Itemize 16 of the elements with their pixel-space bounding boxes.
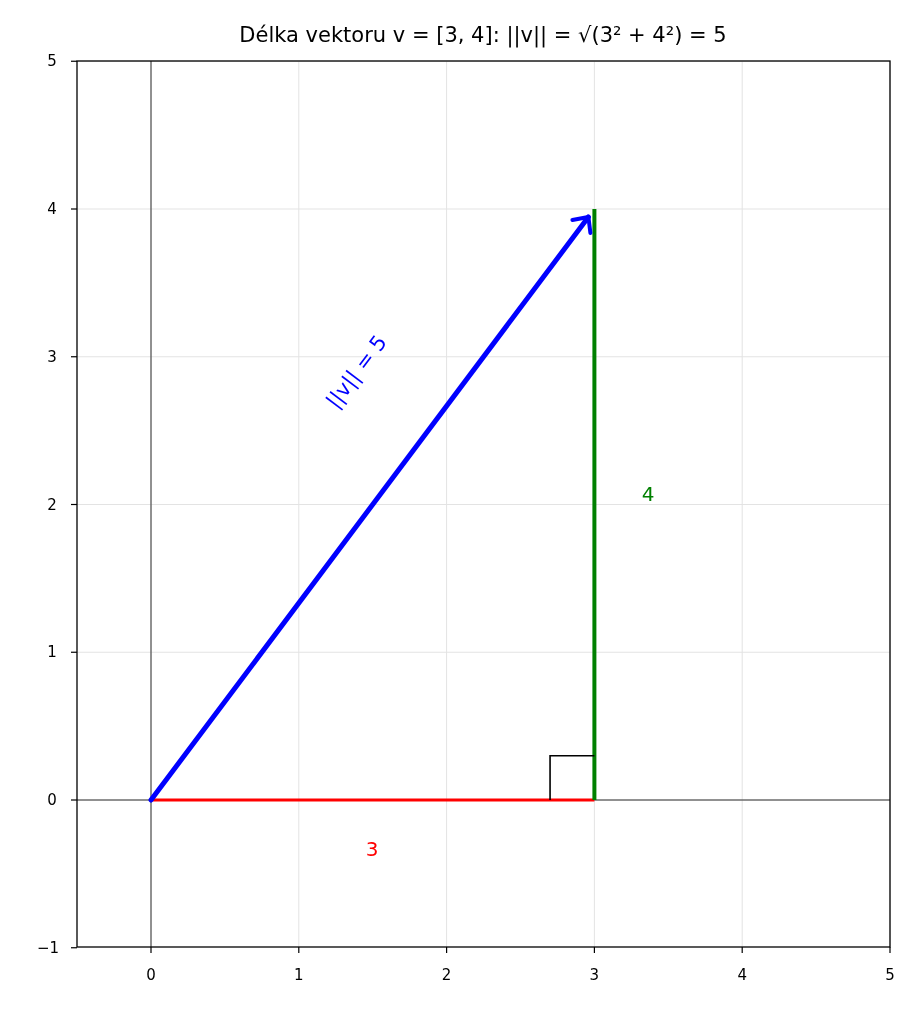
leg-length-label: 4	[641, 484, 655, 504]
axis-tick-label: 3	[589, 967, 600, 983]
axis-tick-label: 0	[146, 967, 156, 983]
axis-tick-label: −1	[36, 940, 60, 956]
chart-title: Délka vektoru v = [3, 4]: ||v|| = √(3² + 4²) = 5	[239, 24, 727, 46]
axis-tick-label: 0	[47, 792, 57, 808]
axis-tick-label: 2	[47, 497, 57, 512]
axis-tick-label: 4	[737, 967, 747, 983]
axis-tick-label: 2	[441, 967, 452, 983]
axis-tick-label: 1	[47, 644, 57, 660]
axis-tick-label: 1	[294, 967, 304, 983]
axis-tick-label: 3	[47, 349, 57, 365]
axis-tick-label: 5	[47, 53, 57, 69]
leg-length-label: 3	[365, 839, 379, 859]
axis-tick-label: 4	[47, 201, 57, 217]
axis-tick-label: 5	[885, 967, 895, 983]
